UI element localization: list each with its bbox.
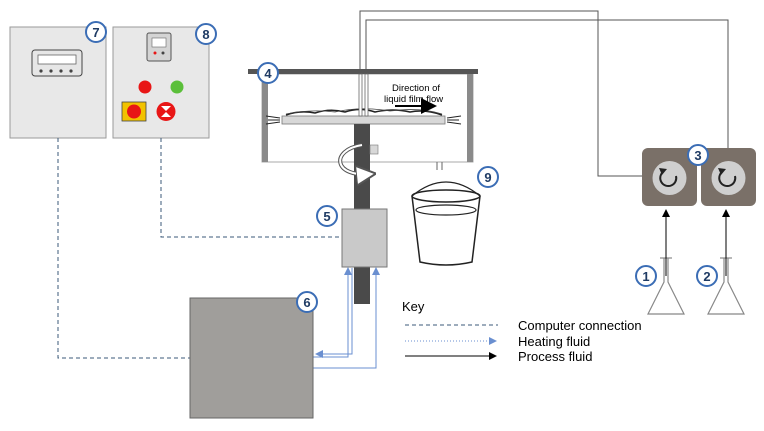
bucket-icon xyxy=(411,181,481,266)
controller-panel xyxy=(112,26,210,139)
callout-9: 9 xyxy=(477,166,499,188)
computer-connection-lines xyxy=(57,138,342,359)
key-legend: Key Computer connection Heating fluid Pr… xyxy=(402,299,642,364)
heating-fluid-lines xyxy=(313,267,380,369)
flow-direction-label-2: liquid film flow xyxy=(384,94,443,105)
pump-2 xyxy=(701,148,756,206)
svg-text:6: 6 xyxy=(303,295,310,310)
reactor-vessel: Direction of liquid film flow xyxy=(248,69,478,304)
callout-8: 8 xyxy=(195,23,217,45)
callout-7: 7 xyxy=(85,21,107,43)
key-label-process: Process fluid xyxy=(518,349,592,364)
heater-chiller-unit xyxy=(189,297,314,419)
red-lamp xyxy=(138,80,152,94)
heating-jacket xyxy=(341,208,388,268)
key-label-computer: Computer connection xyxy=(518,318,642,333)
callout-4: 4 xyxy=(257,62,279,84)
callout-2: 2 xyxy=(696,265,718,287)
key-label-heating: Heating fluid xyxy=(518,334,590,349)
rotate-icon xyxy=(659,168,678,187)
computer-panel xyxy=(9,26,107,139)
svg-text:9: 9 xyxy=(484,170,491,185)
green-lamp xyxy=(170,80,184,94)
pump-1 xyxy=(642,148,697,206)
start-button xyxy=(156,102,176,121)
process-fluid-lines xyxy=(359,10,729,177)
callout-5: 5 xyxy=(316,205,338,227)
svg-text:7: 7 xyxy=(92,25,99,40)
callout-3: 3 xyxy=(687,144,709,166)
flow-direction-label-1: Direction of xyxy=(392,83,440,94)
callout-6: 6 xyxy=(296,291,318,313)
callout-1: 1 xyxy=(635,265,657,287)
svg-text:3: 3 xyxy=(694,148,701,163)
rotation-arrow-icon xyxy=(338,143,372,174)
svg-text:8: 8 xyxy=(202,27,209,42)
display-icon xyxy=(31,49,83,77)
svg-text:5: 5 xyxy=(323,209,330,224)
stop-button xyxy=(121,101,147,122)
svg-text:1: 1 xyxy=(642,269,649,284)
rotate-icon xyxy=(718,168,737,187)
controller-icon xyxy=(146,32,172,62)
svg-text:4: 4 xyxy=(264,66,272,81)
key-title: Key xyxy=(402,299,425,314)
svg-text:2: 2 xyxy=(703,269,710,284)
